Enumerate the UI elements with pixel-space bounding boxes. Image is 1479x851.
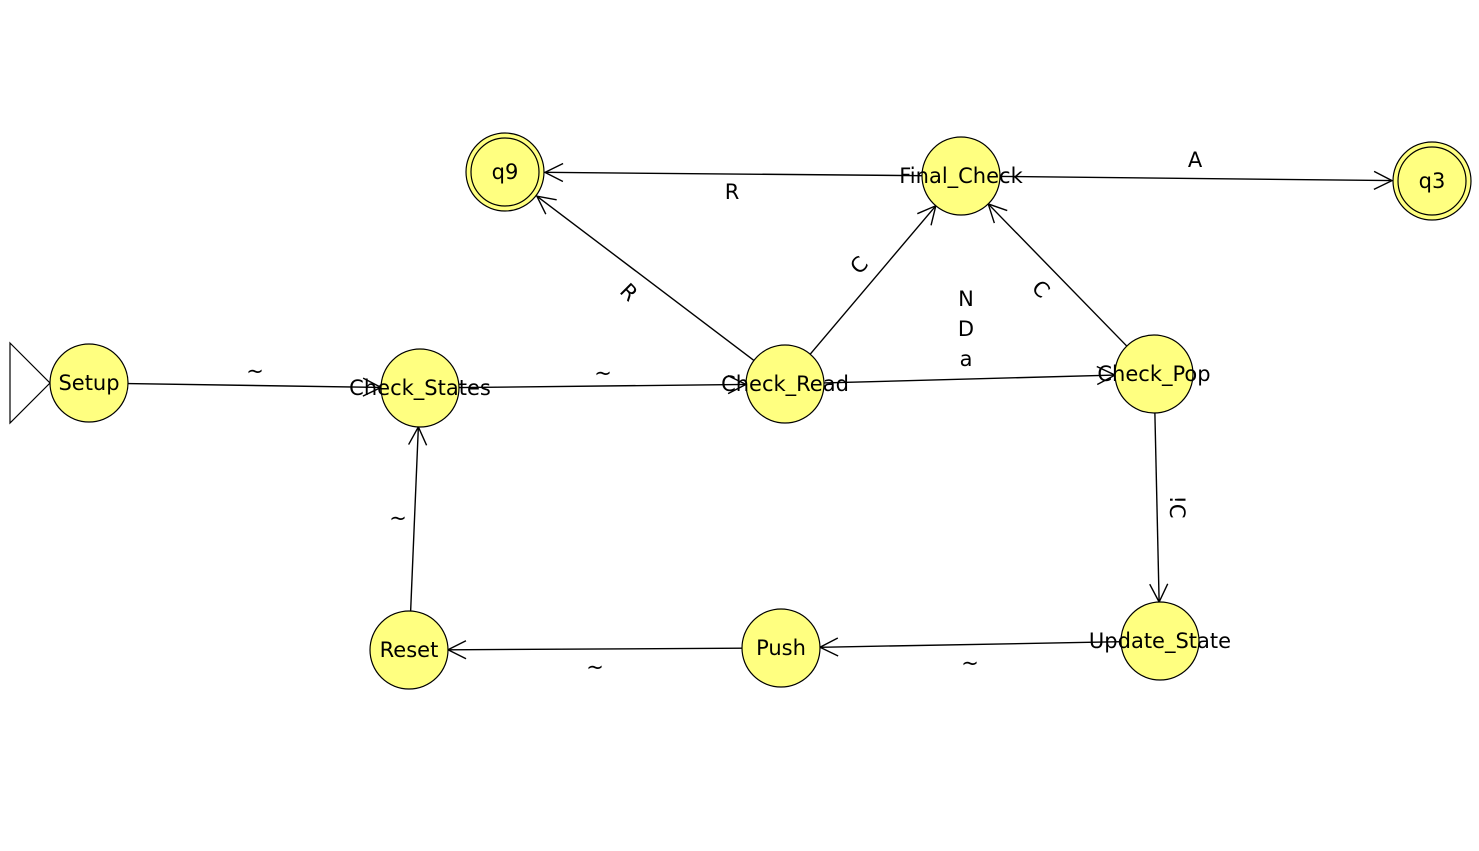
- state-circle: [741, 608, 821, 688]
- state-circle: [465, 132, 545, 212]
- transition-label: ~: [246, 359, 264, 383]
- state-check_pop[interactable]: Check_Pop: [1097, 334, 1211, 414]
- state-q9[interactable]: q9: [465, 132, 545, 212]
- state-label: Setup: [58, 371, 119, 395]
- state-label: Final_Check: [899, 164, 1023, 189]
- state-circle: [380, 348, 460, 428]
- state-circle: [49, 343, 129, 423]
- transition-label: C: [846, 252, 873, 279]
- arrowhead-icon: [1373, 170, 1394, 191]
- transition-line: [987, 203, 1128, 347]
- transition-label: ~: [586, 655, 604, 679]
- transition-label: R: [615, 279, 642, 306]
- state-label: Check_States: [349, 376, 491, 401]
- state-q3[interactable]: q3: [1392, 141, 1472, 221]
- arrowhead-icon: [543, 162, 564, 183]
- state-setup[interactable]: Setup: [49, 343, 129, 423]
- state-final_check[interactable]: Final_Check: [899, 136, 1024, 216]
- transition-line: [1154, 412, 1160, 603]
- transition-line: [458, 383, 747, 389]
- state-label: Check_Read: [721, 372, 849, 397]
- state-check_states[interactable]: Check_States: [349, 348, 491, 428]
- transition-line: [999, 175, 1393, 182]
- state-circle: [921, 136, 1001, 216]
- state-push[interactable]: Push: [741, 608, 821, 688]
- transition-line: [536, 195, 755, 362]
- state-reset[interactable]: Reset: [369, 610, 449, 690]
- state-circle: [1392, 141, 1472, 221]
- transition-label: R: [725, 180, 740, 204]
- transition-line: [823, 374, 1116, 384]
- state-circle: [369, 610, 449, 690]
- transition-final_check-to-q9: [543, 162, 923, 183]
- state-label: q9: [492, 160, 519, 184]
- transition-label: A: [1188, 148, 1203, 172]
- arrowhead-icon: [535, 195, 557, 215]
- initial-state-marker-icon: [9, 341, 51, 425]
- state-circle: [1120, 601, 1200, 681]
- transition-line: [819, 641, 1122, 648]
- accepting-ring: [1397, 146, 1467, 216]
- transition-line: [409, 426, 420, 612]
- state-label: Check_Pop: [1097, 362, 1210, 387]
- state-label: Reset: [380, 638, 439, 662]
- transition-label: !C: [1165, 495, 1189, 518]
- accepting-ring: [470, 137, 540, 207]
- transition-line: [809, 205, 937, 355]
- transition-label: ~: [389, 506, 407, 530]
- state-circle: [745, 344, 825, 424]
- transition-line: [127, 382, 382, 389]
- state-check_read[interactable]: Check_Read: [721, 344, 849, 424]
- state-label: q3: [1419, 169, 1446, 193]
- transition-final_check-to-q3: [999, 170, 1394, 191]
- state-circle: [1114, 334, 1194, 414]
- state-label: Push: [756, 636, 806, 660]
- transition-label: ~: [961, 651, 979, 675]
- transition-reset-to-check_states: [408, 425, 428, 612]
- state-update_state[interactable]: Update_State: [1089, 601, 1231, 681]
- transition-line: [544, 171, 923, 177]
- transition-label: C: [1027, 276, 1054, 303]
- transition-label: ~: [594, 361, 612, 385]
- transition-check_read-to-q9: [535, 195, 755, 362]
- state-label: Update_State: [1089, 629, 1231, 654]
- transition-check_pop-to-final_check: [987, 202, 1128, 347]
- transition-line: [447, 647, 743, 651]
- transition-check_read-to-final_check: [809, 204, 937, 355]
